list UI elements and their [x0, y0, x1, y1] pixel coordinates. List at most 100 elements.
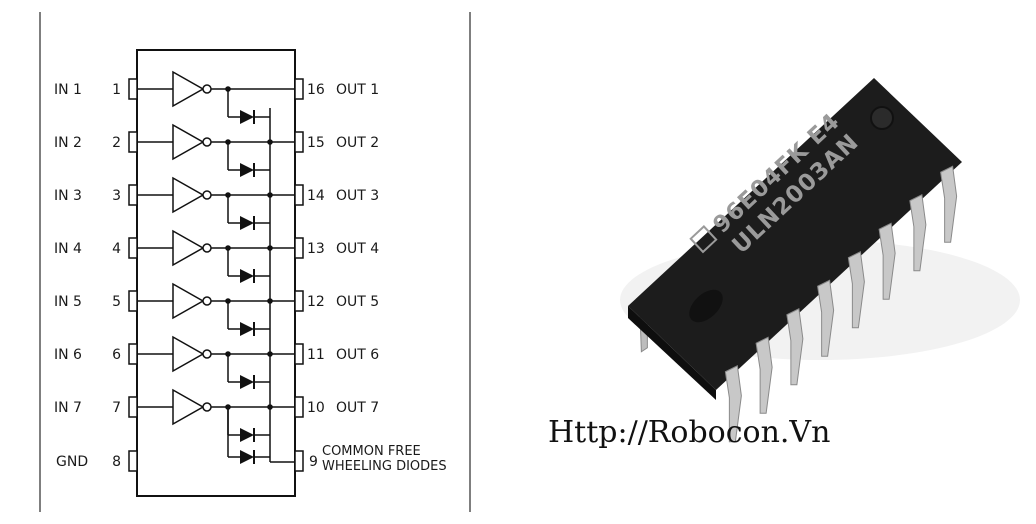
bus-junction-dot — [267, 245, 273, 251]
watermark-text: Http://Robocon.Vn — [548, 415, 830, 450]
output-label: OUT 7 — [336, 400, 379, 416]
input-pin — [128, 343, 138, 365]
inverter-bubble — [202, 84, 212, 94]
diode-symbol — [240, 322, 254, 336]
bus-junction-dot — [267, 404, 273, 410]
channel-3: IN 3 3 14 OUT 3 — [54, 176, 379, 230]
chip-lead-front — [786, 307, 804, 386]
common-caption-line2: WHEELING DIODES — [322, 459, 447, 474]
diode-symbol — [240, 375, 254, 389]
channel-5: IN 5 5 12 OUT 5 — [54, 282, 379, 336]
output-pin-number: 16 — [307, 82, 325, 98]
output-pin-number: 12 — [307, 294, 325, 310]
output-label: OUT 3 — [336, 188, 379, 204]
gnd-label: GND — [56, 454, 88, 470]
output-label: OUT 5 — [336, 294, 379, 310]
output-pin-number: 11 — [307, 347, 325, 363]
chip-lead-front — [940, 165, 958, 243]
output-pin — [294, 184, 304, 206]
diode-symbol — [240, 269, 254, 283]
chip-lead-front — [755, 336, 773, 414]
output-pin — [294, 131, 304, 153]
channel-1: IN 1 1 16 OUT 1 — [54, 70, 379, 124]
input-pin-number: 1 — [112, 82, 121, 98]
common-pin-number: 9 — [309, 454, 318, 470]
chip-lead-front — [724, 364, 742, 443]
input-label: IN 3 — [54, 188, 82, 204]
chip-lead-front — [847, 250, 865, 329]
chip-lead-front — [878, 222, 896, 300]
input-pin-number: 4 — [112, 241, 121, 257]
bus-junction-dot — [267, 192, 273, 198]
output-label: OUT 2 — [336, 135, 379, 151]
gnd-pin-number: 8 — [112, 454, 121, 470]
input-pin — [128, 290, 138, 312]
input-pin — [128, 237, 138, 259]
inverter-bubble — [202, 137, 212, 147]
chip-lead-front — [817, 279, 835, 357]
diode-symbol — [240, 110, 254, 124]
input-pin-number: 3 — [112, 188, 121, 204]
input-pin-number: 2 — [112, 135, 121, 151]
channel-2: IN 2 2 15 OUT 2 — [54, 123, 379, 177]
input-label: IN 1 — [54, 82, 82, 98]
common-caption-line1: COMMON FREE — [322, 444, 421, 459]
inverter-symbol — [172, 176, 205, 214]
input-pin-number: 7 — [112, 400, 121, 416]
ti-logo-icon — [689, 225, 718, 254]
inverter-symbol — [172, 70, 205, 108]
input-label: IN 5 — [54, 294, 82, 310]
diode-symbol — [240, 216, 254, 230]
bus-junction-dot — [267, 298, 273, 304]
inverter-symbol — [172, 388, 205, 426]
inverter-symbol — [172, 282, 205, 320]
output-pin-number: 14 — [307, 188, 325, 204]
output-pin — [294, 343, 304, 365]
chip-pin1-dot — [870, 106, 894, 130]
output-pin — [294, 290, 304, 312]
common-pin — [294, 450, 304, 472]
inverter-bubble — [202, 349, 212, 359]
output-pin-number: 13 — [307, 241, 325, 257]
output-pin — [294, 237, 304, 259]
output-label: OUT 1 — [336, 82, 379, 98]
inverter-bubble — [202, 402, 212, 412]
input-label: IN 6 — [54, 347, 82, 363]
bus-junction-dot — [267, 139, 273, 145]
input-label: IN 4 — [54, 241, 82, 257]
output-label: OUT 6 — [336, 347, 379, 363]
output-pin — [294, 78, 304, 100]
gnd-pin — [128, 450, 138, 472]
input-pin — [128, 78, 138, 100]
inverter-symbol — [172, 229, 205, 267]
inverter-bubble — [202, 243, 212, 253]
chip-lead-front — [909, 193, 927, 272]
input-pin-number: 5 — [112, 294, 121, 310]
input-pin — [128, 396, 138, 418]
chip-body-side — [628, 306, 716, 400]
inverter-bubble — [202, 296, 212, 306]
input-label: IN 2 — [54, 135, 82, 151]
input-pin — [128, 131, 138, 153]
inverter-symbol — [172, 335, 205, 373]
output-pin — [294, 396, 304, 418]
chip-notch — [689, 289, 723, 323]
ic-body-outline — [136, 49, 296, 497]
bus-junction-dot — [267, 351, 273, 357]
channel-7: IN 7 7 10 OUT 7 — [54, 388, 379, 442]
diode-symbol — [240, 163, 254, 177]
input-label: IN 7 — [54, 400, 82, 416]
inverter-bubble — [202, 190, 212, 200]
diode-8-symbol — [240, 450, 254, 464]
chip-photo: 96E04FK E4 ULN2003AN Http://Robocon.Vn — [548, 78, 1020, 450]
input-pin-number: 6 — [112, 347, 121, 363]
diode-symbol — [240, 428, 254, 442]
output-pin-number: 15 — [307, 135, 325, 151]
input-pin — [128, 184, 138, 206]
inverter-symbol — [172, 123, 205, 161]
channel-6: IN 6 6 11 OUT 6 — [54, 335, 379, 389]
output-pin-number: 10 — [307, 400, 325, 416]
